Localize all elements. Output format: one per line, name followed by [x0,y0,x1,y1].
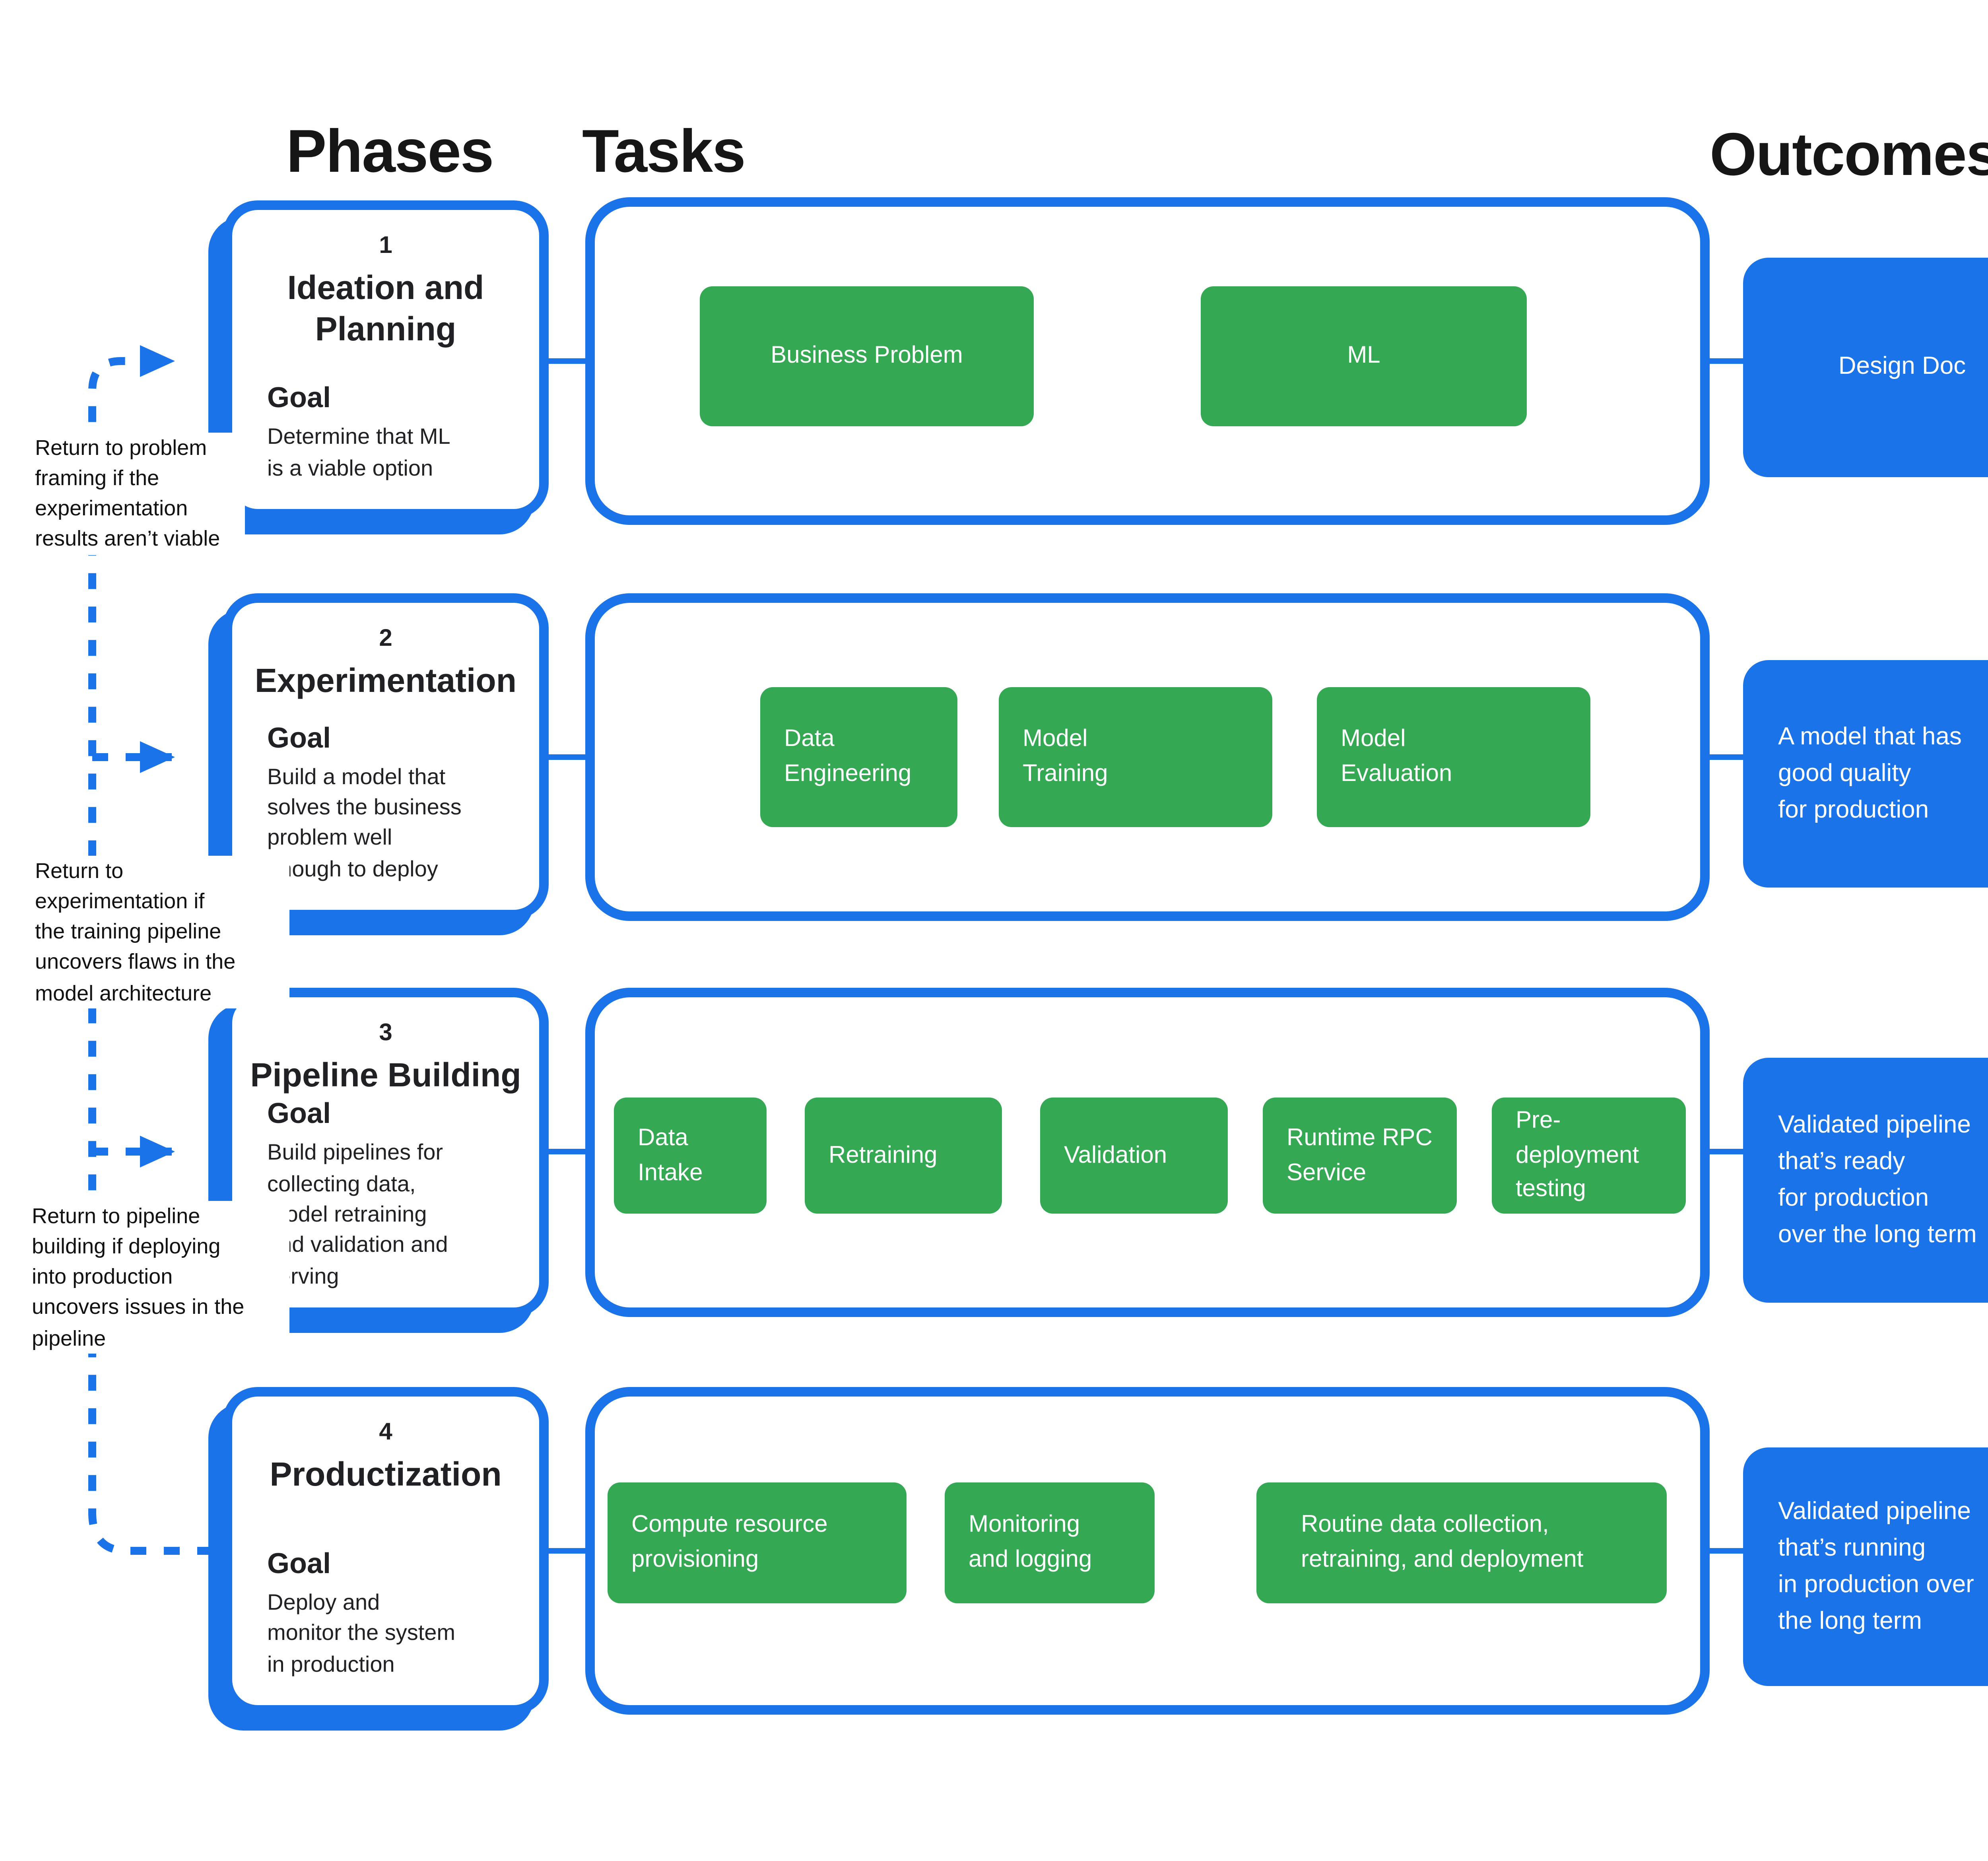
phase-number: 4 [379,1419,392,1446]
goal-label: Goal [267,1548,331,1580]
phase-goal: Goal Deploy and monitor the system in pr… [232,1548,539,1680]
phase-card-ideation-planning: 1 Ideation and Planning Goal Determine t… [223,200,549,519]
annotation-return-experimentation-flaws: Return to experimentation if the trainin… [35,856,289,1008]
phase-number: 1 [379,232,392,259]
phase-number: 2 [379,625,392,652]
task-pre-deployment-testing: Pre-deployment testing [1492,1098,1686,1214]
task-ml: ML [1201,286,1527,426]
return-path-left [88,345,213,1555]
column-header-tasks: Tasks [582,119,746,186]
phase-card-pipeline-building: 3 Pipeline Building Goal Build pipelines… [223,988,549,1317]
task-model-evaluation: Model Evaluation [1317,687,1590,827]
phase-goal: Goal Build a model that solves the busin… [232,722,539,884]
phase-goal: Goal Determine that ML is a viable optio… [232,383,539,484]
goal-text: Determine that ML is a viable option [267,423,450,480]
task-business-problem: Business Problem [700,286,1034,426]
column-header-outcomes: Outcomes [1710,122,1988,189]
outcome-validated-pipeline-running: Validated pipeline that’s running in pro… [1743,1447,1988,1686]
task-monitoring-and-logging: Monitoring and logging [945,1482,1155,1603]
annotation-return-problem-framing: Return to problem framing if the experim… [35,433,245,555]
goal-text: Build pipelines for collecting data, mod… [267,1139,448,1288]
row-connector-lines [538,358,1749,1554]
task-routine-data-collection: Routine data collection, retraining, and… [1256,1482,1667,1603]
task-validation: Validation [1040,1098,1228,1214]
task-compute-resource-provisioning: Compute resource provisioning [608,1482,907,1603]
goal-text: Deploy and monitor the system in product… [267,1589,456,1676]
return-arrow-to-ideation-icon [88,345,213,1555]
task-runtime-rpc-service: Runtime RPC Service [1263,1098,1457,1214]
task-data-engineering: Data Engineering [760,687,957,827]
outcome-validated-pipeline-ready: Validated pipeline that’s ready for prod… [1743,1058,1988,1303]
phase-title: Pipeline Building [250,1058,521,1094]
outcome-model-good-quality: A model that has good quality for produc… [1743,660,1988,888]
goal-text: Build a model that solves the business p… [267,763,462,881]
task-data-intake: Data Intake [614,1098,767,1214]
phase-title: Experimentation [254,663,517,700]
task-connector-lines [767,353,1492,1546]
phase-card-productization: 4 Productization Goal Deploy and monitor… [223,1387,549,1715]
phase-title: Ideation and Planning [287,270,484,349]
goal-label: Goal [267,722,331,754]
column-header-phases: Phases [286,119,494,186]
outcome-design-doc: Design Doc [1743,258,1988,477]
annotation-return-pipeline-building: Return to pipeline building if deploying… [32,1201,289,1354]
goal-label: Goal [267,1098,331,1130]
task-retraining: Retraining [805,1098,1002,1214]
task-model-training: Model Training [999,687,1272,827]
phase-title: Productization [270,1457,502,1494]
goal-label: Goal [267,382,331,414]
phase-number: 3 [379,1020,392,1047]
